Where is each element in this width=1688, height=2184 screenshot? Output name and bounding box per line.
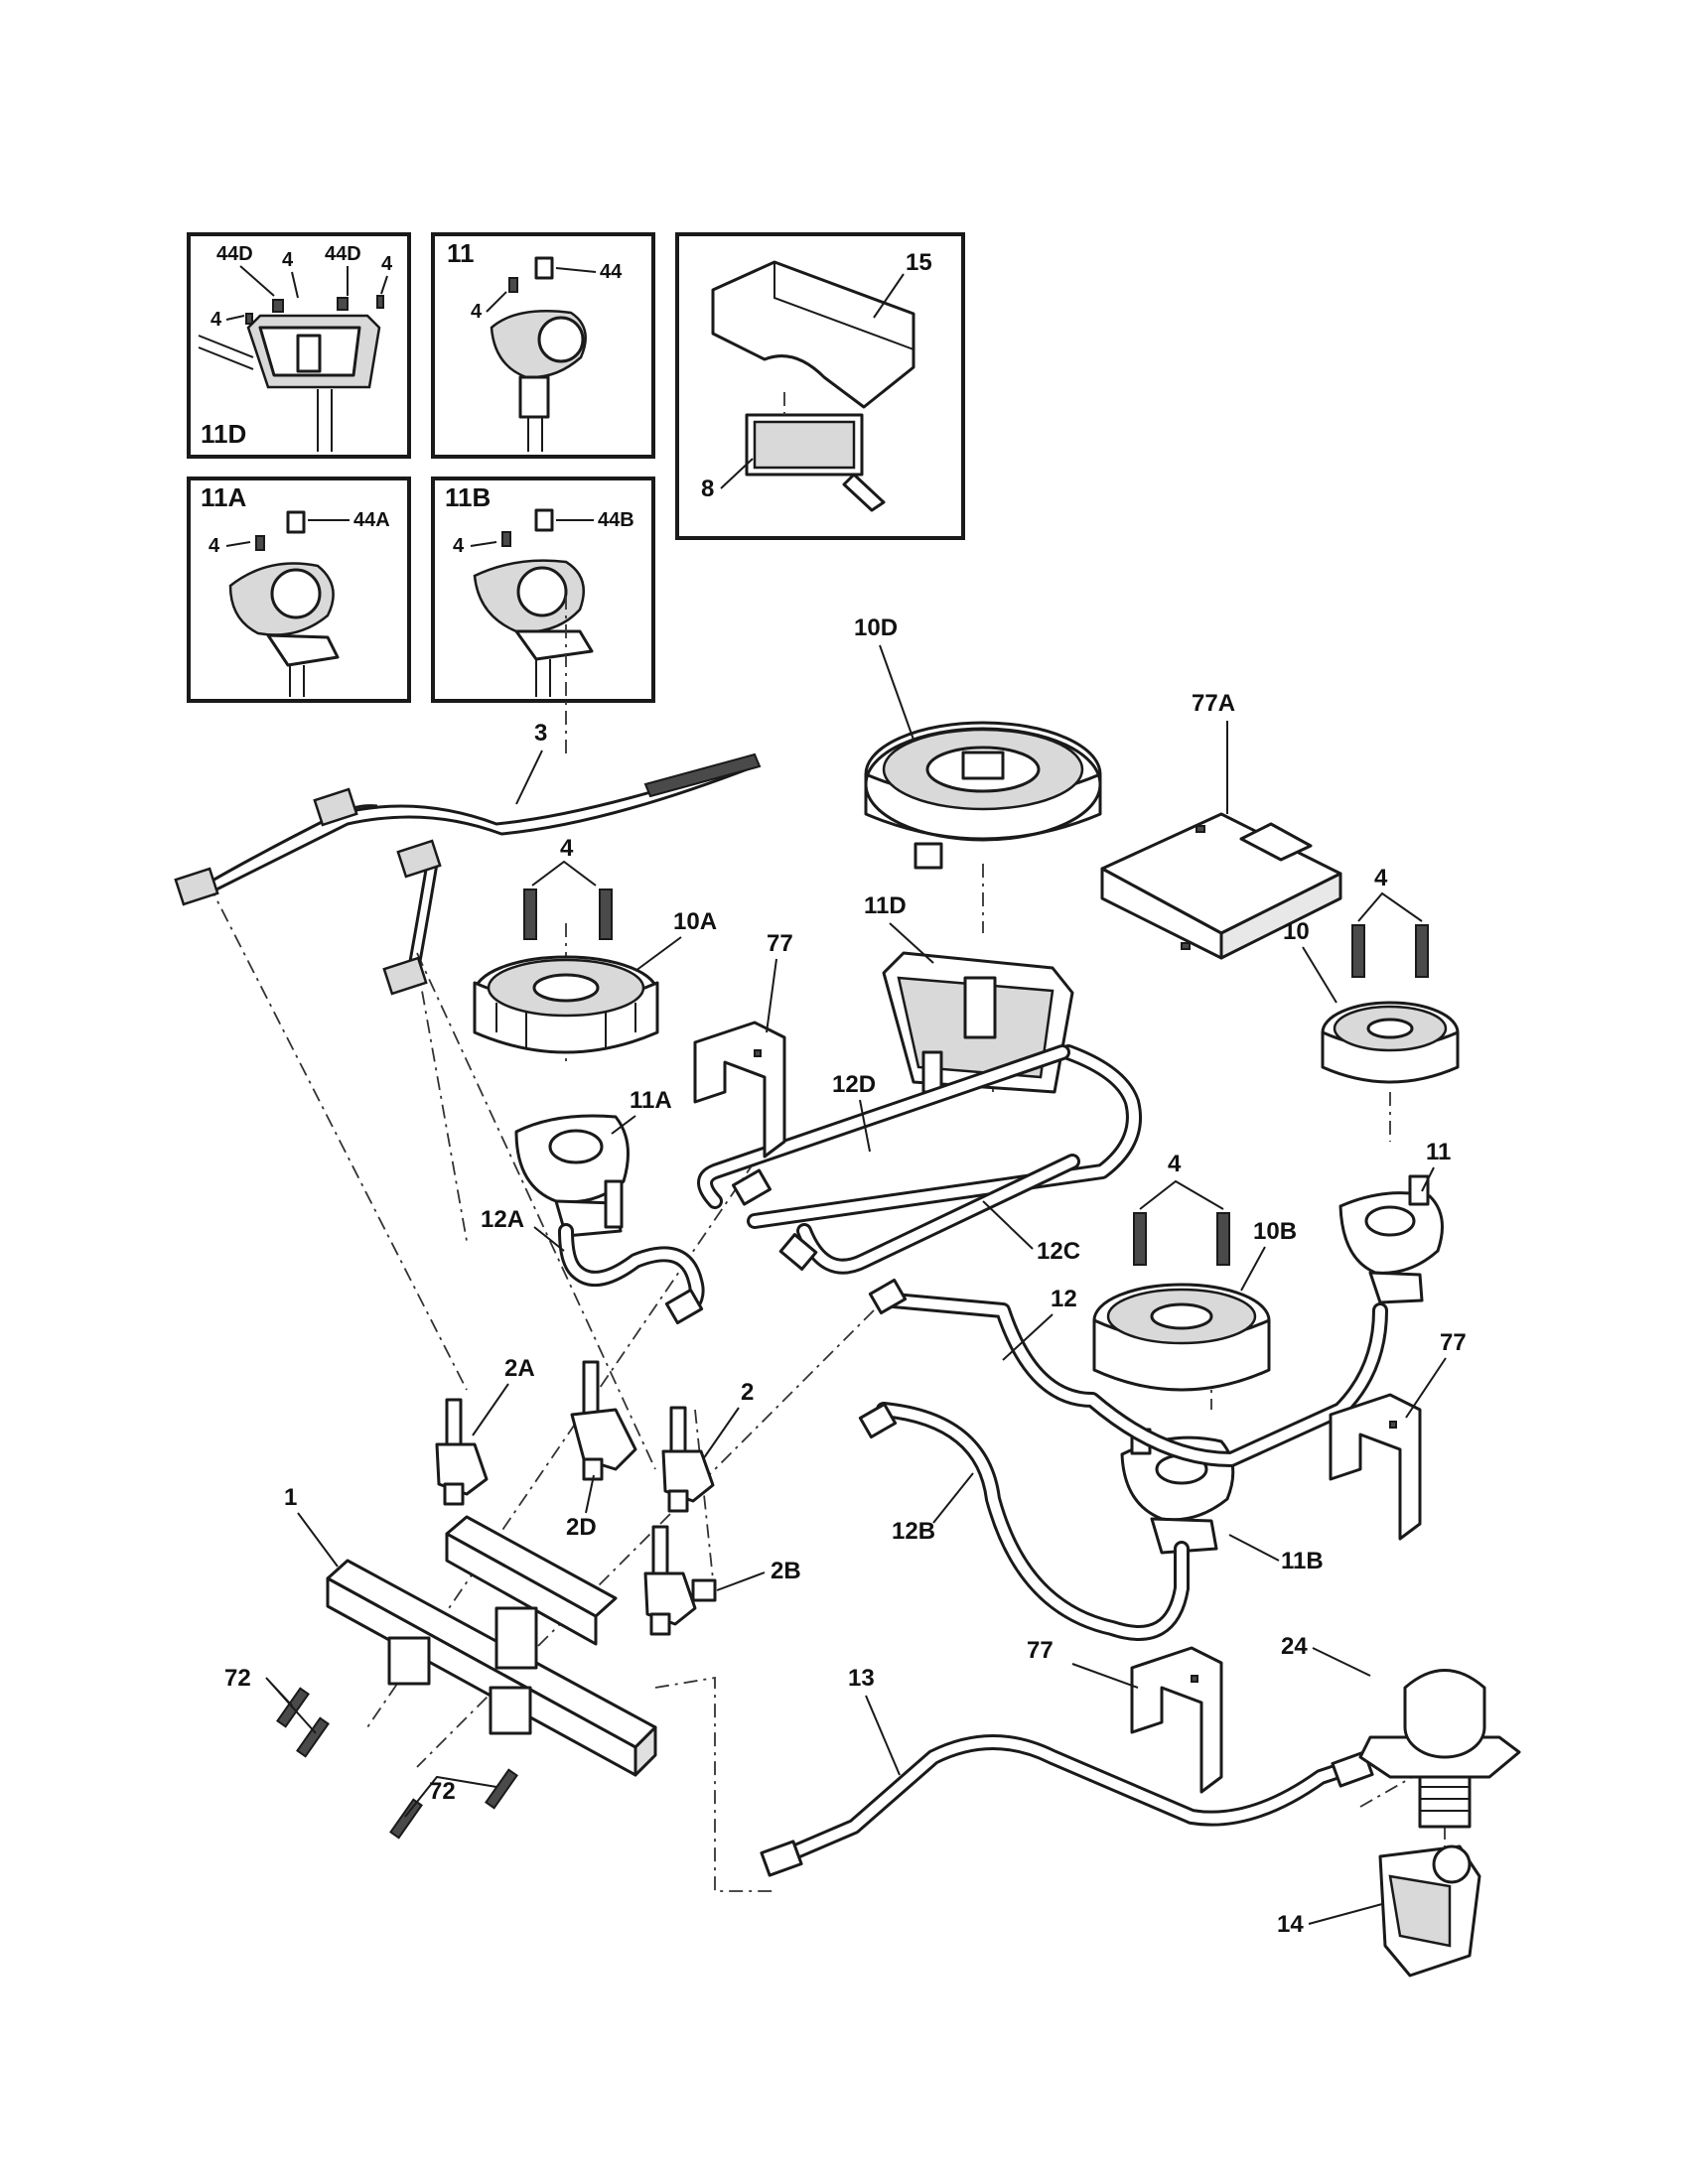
inset-11a-label-4: 4 (209, 535, 220, 557)
callout-12b: 12B (892, 1518, 935, 1545)
inset-11d-tag: 11D (201, 419, 246, 449)
callout-2a: 2A (504, 1355, 535, 1382)
inset-11-tag: 11 (447, 238, 475, 268)
inset-11b-label-4: 4 (453, 535, 465, 557)
callout-4-mid: 4 (1168, 1151, 1182, 1177)
callouts: 3 4 10A 77 11A 12A 10D 11D 12D 12C 77A 4… (224, 614, 1467, 1938)
bracket-77-upper (693, 1021, 786, 1159)
callout-12d: 12D (832, 1071, 876, 1098)
inset-15-label-8: 8 (701, 476, 714, 502)
valve-2a (435, 1398, 489, 1506)
tubes (558, 1044, 1388, 1877)
callout-4-left: 4 (560, 835, 574, 862)
callout-72-left: 72 (224, 1665, 251, 1692)
callout-10b: 10B (1253, 1218, 1297, 1245)
wire-harness (174, 752, 762, 996)
inset-11d-label-4-left: 4 (211, 309, 222, 331)
inset-11a: 11A 4 44A (187, 477, 411, 703)
callout-12a: 12A (481, 1206, 524, 1233)
screws-10b (1133, 1212, 1230, 1266)
callout-11d: 11D (864, 892, 907, 919)
callout-10: 10 (1283, 918, 1310, 945)
inset-11: 11 4 44 (431, 232, 655, 459)
inset-11d-label-4-right: 4 (381, 253, 393, 275)
burner-10d (864, 721, 1102, 870)
inset-11d-label-44d-left: 44D (216, 243, 253, 265)
inset-11a-label-44a: 44A (353, 509, 390, 531)
callout-12c: 12C (1037, 1238, 1080, 1265)
screws-72 (276, 1687, 518, 1840)
callout-10d: 10D (854, 614, 898, 641)
manifold-1 (326, 1515, 657, 1777)
valve-body-11a (514, 1114, 630, 1238)
inset-11-label-44: 44 (600, 261, 623, 283)
callout-2d: 2D (566, 1514, 597, 1541)
callout-3: 3 (534, 720, 547, 747)
inset-11d-label-4-top: 4 (282, 249, 294, 271)
screws-10a (523, 888, 613, 940)
callout-1: 1 (284, 1484, 297, 1511)
inset-11b: 11B 4 44B (431, 477, 655, 703)
bracket-77a (1100, 812, 1342, 960)
inset-11b-label-44b: 44B (598, 509, 634, 531)
bracket-77-lower (1130, 1646, 1223, 1794)
callout-11: 11 (1426, 1139, 1451, 1165)
inset-11b-tag: 11B (445, 482, 491, 512)
inset-11-label-4: 4 (471, 301, 483, 323)
callout-77a: 77A (1192, 690, 1235, 717)
callout-2: 2 (741, 1379, 754, 1406)
burner-10a (473, 955, 659, 1054)
callout-77-upper: 77 (767, 930, 793, 957)
valve-2 (661, 1406, 715, 1513)
inset-15-label-15: 15 (906, 249, 932, 276)
inset-15-8: 15 8 (675, 232, 965, 540)
valve-2d (570, 1360, 637, 1481)
valve-2b (643, 1525, 717, 1636)
burner-10b (1092, 1283, 1271, 1392)
callout-2b: 2B (771, 1558, 801, 1584)
callout-10a: 10A (673, 908, 717, 935)
inset-11a-tag: 11A (201, 482, 246, 512)
regulator-14 (1378, 1844, 1481, 1978)
callout-77-lower: 77 (1027, 1637, 1054, 1664)
callout-11a: 11A (630, 1087, 672, 1114)
burner-10 (1321, 1001, 1460, 1084)
callout-14: 14 (1277, 1911, 1304, 1938)
inset-11d-label-44d-right: 44D (325, 243, 361, 265)
valve-body-11 (1338, 1174, 1444, 1304)
callout-12: 12 (1051, 1286, 1077, 1312)
callout-4-right: 4 (1374, 865, 1388, 891)
callout-77-right: 77 (1440, 1329, 1467, 1356)
callout-11b: 11B (1281, 1548, 1324, 1574)
inset-11d: 44D 4 44D 4 4 11D (187, 232, 411, 459)
callout-24: 24 (1281, 1633, 1308, 1660)
callout-13: 13 (848, 1665, 875, 1692)
screws-10 (1351, 924, 1429, 978)
part-24 (1358, 1669, 1521, 1829)
bracket-77-right (1329, 1393, 1422, 1541)
